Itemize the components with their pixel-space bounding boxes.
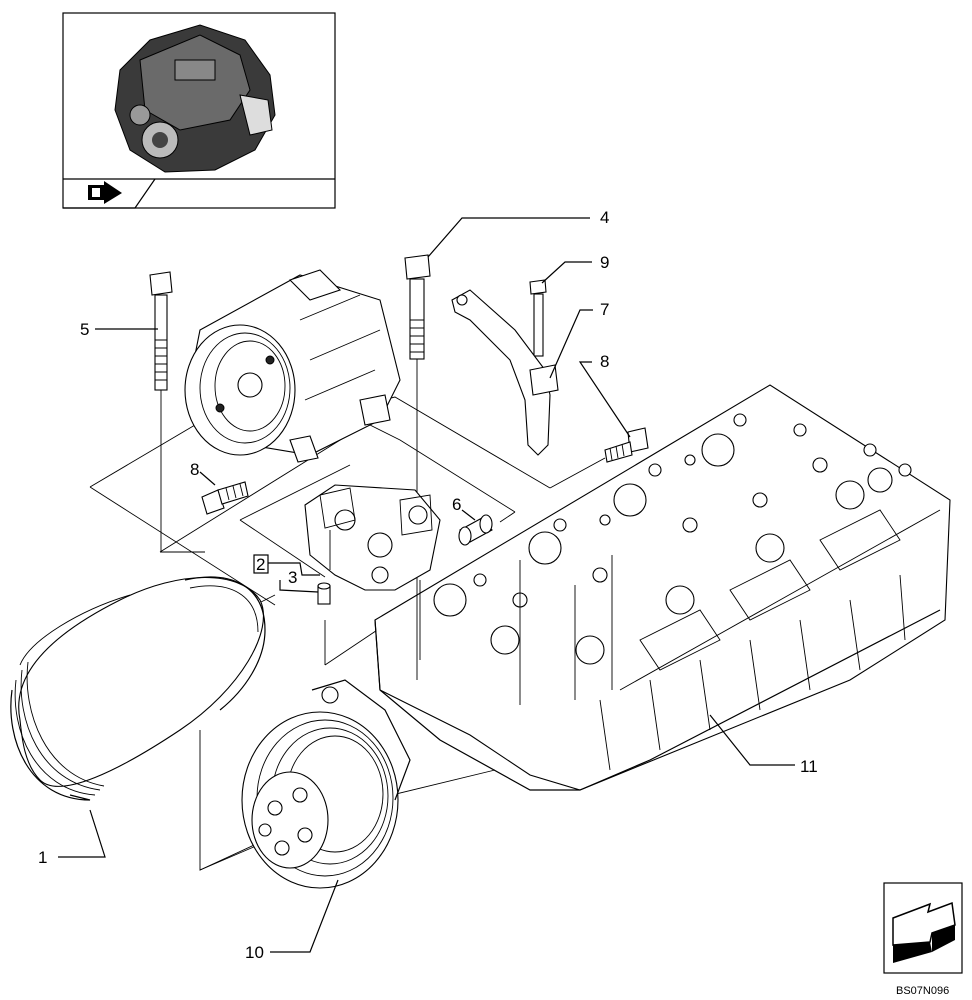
part-7-bracket[interactable] [451, 289, 559, 456]
part-6-bushing[interactable] [458, 514, 493, 546]
part-11-cylinder-head[interactable] [374, 384, 951, 791]
callout-8-right[interactable]: 8 [600, 352, 609, 371]
callout-1[interactable]: 1 [38, 848, 47, 867]
part-8-bolt-right[interactable] [604, 427, 649, 463]
callout-9[interactable]: 9 [600, 253, 609, 272]
callout-2-box [253, 554, 269, 574]
callout-7[interactable]: 7 [600, 300, 609, 319]
part-3-dowel[interactable] [317, 582, 331, 605]
callout-leaders [58, 217, 795, 953]
engine-thumbnail[interactable] [62, 12, 336, 209]
callout-10[interactable]: 10 [245, 943, 264, 962]
callout-5[interactable]: 5 [80, 320, 89, 339]
engine-thumbnail-image [114, 24, 276, 173]
part-9-bolt[interactable] [529, 279, 547, 357]
part-4-bolt[interactable] [404, 254, 431, 680]
callout-8-left[interactable]: 8 [190, 460, 199, 479]
callout-6[interactable]: 6 [452, 495, 461, 514]
callout-11[interactable]: 11 [800, 757, 818, 776]
part-8-bolt-left[interactable] [201, 481, 249, 515]
arrow-icon [88, 181, 122, 204]
part-1-belt[interactable] [10, 576, 266, 801]
callout-3[interactable]: 3 [288, 568, 297, 587]
drawing-code: BS07N096 [896, 985, 949, 997]
part-2-mounting-bracket[interactable] [304, 484, 441, 591]
air-conditioning-compressor[interactable] [184, 269, 401, 463]
callout-2[interactable]: 2 [256, 555, 265, 574]
callout-4[interactable]: 4 [600, 208, 609, 227]
arrow-icon [892, 901, 956, 963]
next-page-arrow-button[interactable] [883, 882, 963, 974]
part-10-pulley[interactable] [241, 679, 411, 889]
part-5-bolt[interactable] [149, 271, 173, 552]
